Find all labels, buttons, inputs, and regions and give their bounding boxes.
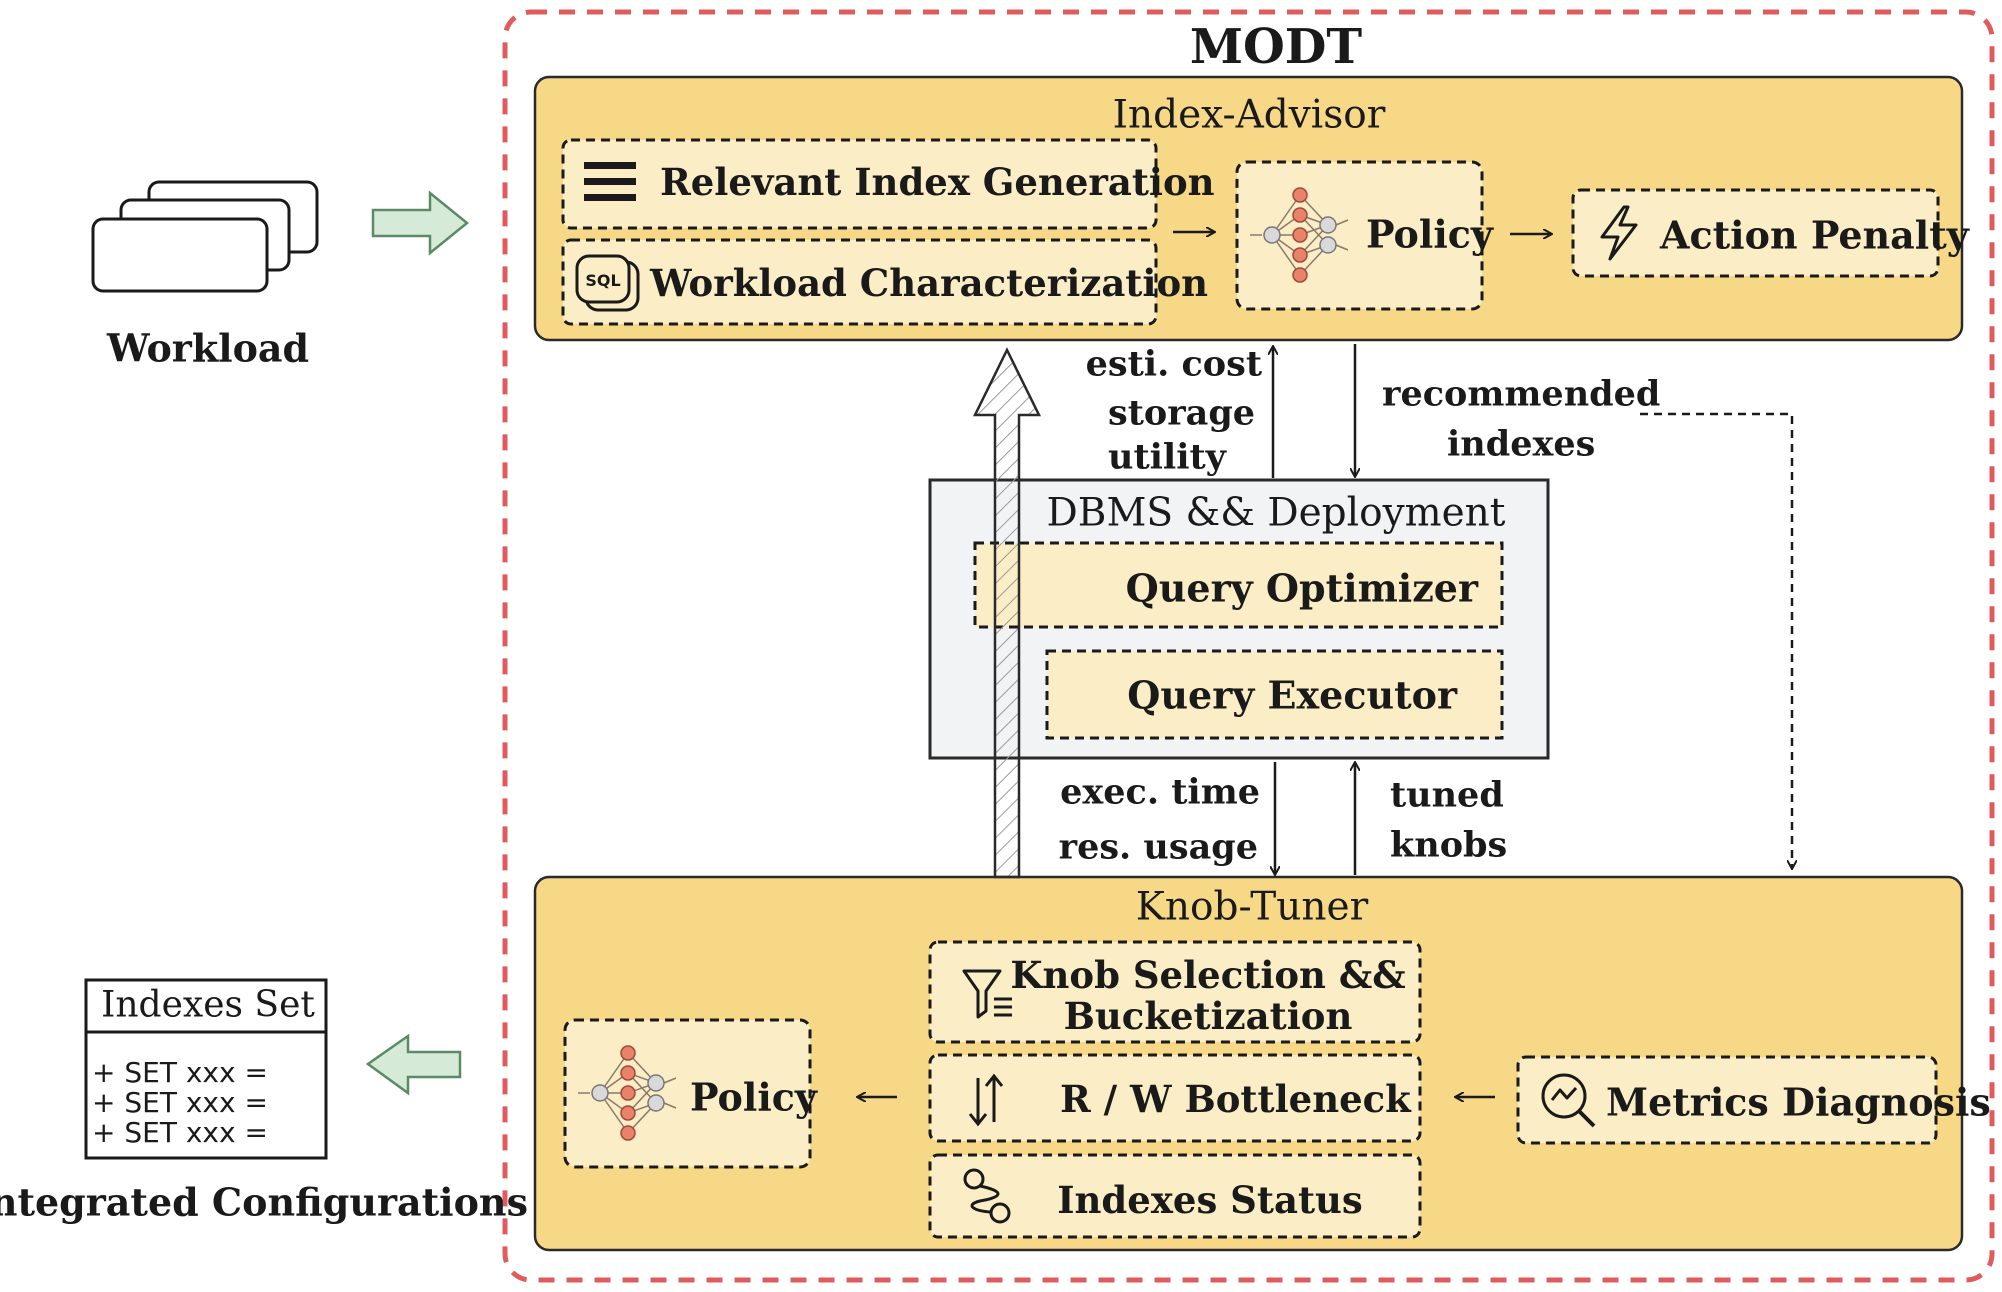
tuner-policy-label: Policy — [690, 1074, 817, 1120]
modt-border — [502, 9, 1995, 1283]
route-icon — [963, 1168, 1011, 1224]
query-optimizer-label: Query Optimizer — [1125, 565, 1478, 611]
svg-text:SQL: SQL — [585, 271, 620, 290]
workload-docs-icon — [91, 180, 319, 293]
modt-title: MODT — [1189, 19, 1363, 75]
knob-selection-box — [928, 940, 1422, 1044]
dbms-title: DBMS && Deployment — [1046, 490, 1506, 536]
rw-bottleneck-box — [928, 1053, 1422, 1143]
tuned-label: tuned — [1390, 774, 1504, 816]
storage-label: storage — [1108, 392, 1256, 434]
recommended-label: recommended — [1382, 373, 1661, 415]
sql-icon: SQL — [575, 254, 640, 312]
chart-search-icon — [1541, 1073, 1596, 1128]
indexes-set-header: Indexes Set — [101, 984, 315, 1026]
knob-selection-label-1: Knob Selection && — [1010, 953, 1406, 997]
index-advisor-title: Index-Advisor — [1112, 92, 1386, 138]
indexes-set-row: + SET xxx = — [92, 1116, 268, 1149]
action-penalty-label: Action Penalty — [1660, 212, 1969, 258]
lightning-icon — [1600, 205, 1638, 261]
res-usage-label: res. usage — [1058, 826, 1258, 868]
output-arrow — [365, 1033, 462, 1096]
indexes-set-table — [84, 978, 328, 1160]
hatched-up-arrow — [972, 347, 1042, 879]
relevant-index-label: Relevant Index Generation — [660, 160, 1215, 204]
workload-char-label: Workload Characterization — [650, 261, 1209, 305]
knobs-label: knobs — [1390, 824, 1508, 866]
query-executor-label: Query Executor — [1127, 672, 1457, 718]
esti-cost-label: esti. cost — [1085, 343, 1262, 385]
advisor-policy-label: Policy — [1366, 211, 1493, 257]
relevant-index-box — [561, 138, 1158, 230]
sort-arrows-icon — [968, 1073, 1004, 1127]
metrics-box — [1516, 1055, 1938, 1145]
indexes-status-label: Indexes Status — [1057, 1178, 1363, 1222]
knob-selection-label-2: Bucketization — [1063, 994, 1353, 1038]
metrics-label: Metrics Diagnosis — [1606, 1079, 1991, 1125]
utility-label: utility — [1108, 436, 1227, 478]
rw-bottleneck-label: R / W Bottleneck — [1060, 1077, 1411, 1121]
workload-label: Workload — [106, 325, 310, 371]
integrated-config-label: Integrated Configurations — [0, 1179, 528, 1225]
list-icon — [584, 162, 636, 201]
neural-network-icon — [578, 1045, 677, 1141]
query-optimizer-box — [973, 541, 1504, 629]
filter-icon — [962, 969, 1012, 1019]
query-executor-box — [1045, 649, 1504, 740]
indexes-label: indexes — [1447, 423, 1596, 465]
exec-time-label: exec. time — [1060, 771, 1260, 813]
indexes-set-row: + SET xxx = — [92, 1056, 268, 1089]
action-penalty-box — [1571, 188, 1940, 278]
indexes-status-box — [928, 1153, 1422, 1239]
workload-char-box — [561, 238, 1158, 326]
neural-network-icon — [1250, 187, 1349, 283]
knob-tuner-title: Knob-Tuner — [1135, 884, 1369, 930]
input-arrow — [371, 190, 469, 256]
indexes-set-row: + SET xxx = — [92, 1086, 268, 1119]
